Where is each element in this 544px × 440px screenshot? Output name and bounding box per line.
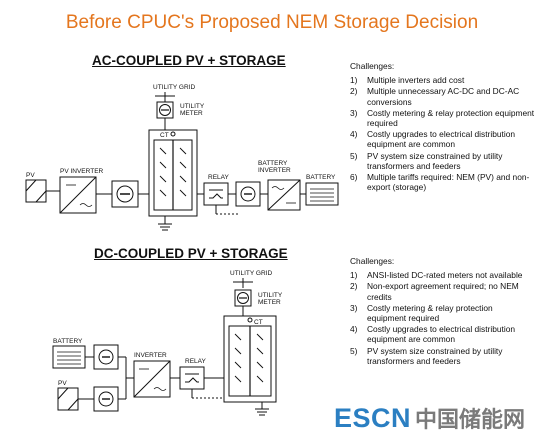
ac-label-pv: PV [26,172,35,179]
dc-label-ct: CT [254,319,263,326]
dc-label-battery: BATTERY [53,338,83,345]
ac-utility-meter-icon [156,101,174,119]
dc-challenge-item: 4) Costly upgrades to electrical distribu… [350,324,532,344]
dc-label-relay: RELAY [185,358,206,365]
ac-challenge-item: 6) Multiple tariffs required: NEM (PV) an… [350,172,538,192]
dc-pv-disconnect-icon [93,386,119,412]
ac-label-utility-grid: UTILITY GRID [153,84,195,91]
dc-challenge-number: 1) [350,270,358,281]
dc-inverter-icon [133,360,171,398]
ac-section-title: AC-COUPLED PV + STORAGE [92,53,286,68]
dc-label-inverter: INVERTER [134,352,167,359]
dc-challenge-item: 3) Costly metering & relay protection equ… [350,303,532,323]
dc-battery-disconnect-icon [93,344,119,370]
watermark-brand: ESCN [334,403,412,433]
dc-challenge-text: ANSI-listed DC-rated meters not availabl… [367,270,523,281]
ac-challenge-text: Multiple inverters add cost [367,75,465,86]
dc-challenge-item: 1) ANSI-listed DC-rated meters not availa… [350,270,532,280]
ac-challenge-text: Costly metering & relay protection equip… [367,107,535,129]
ac-challenge-item: 4) Costly upgrades to electrical distribu… [350,129,538,149]
ac-challenges-list: 1) Multiple inverters add cost 2) Multiple … [350,75,538,192]
ac-challenge-number: 2) [350,86,358,97]
ac-challenge-number: 6) [350,172,358,183]
ac-pv-disconnect-icon [111,180,139,208]
ac-battery-inverter-icon [267,179,301,211]
dc-challenge-number: 4) [350,324,358,335]
ac-challenges-heading: Challenges: [350,61,395,71]
ac-label-ct: CT [160,132,169,139]
dc-challenges: Challenges: 1) ANSI-listed DC-rated meter… [350,256,532,367]
dc-label-pv: PV [58,380,67,387]
dc-challenges-heading: Challenges: [350,256,395,266]
ac-pv-inverter-icon [59,176,97,214]
ac-challenge-text: Multiple unnecessary AC-DC and DC-AC con… [367,86,520,107]
ac-label-relay: RELAY [208,174,229,181]
ac-challenge-text: PV system size constrained by utility tr… [367,150,503,171]
ac-battery-icon [305,182,339,206]
dc-section-title: DC-COUPLED PV + STORAGE [94,246,288,261]
dc-main-panel [223,315,277,403]
dc-challenge-number: 2) [350,281,358,292]
dc-challenge-text: Costly upgrades to electrical distributi… [367,324,516,345]
dc-challenge-text: PV system size constrained by utility tr… [367,345,503,366]
dc-challenges-list: 1) ANSI-listed DC-rated meters not availa… [350,270,532,366]
ac-challenge-item: 2) Multiple unnecessary AC-DC and DC-AC c… [350,86,538,106]
ac-challenge-number: 1) [350,75,358,86]
ac-challenge-number: 5) [350,150,358,161]
ac-challenge-item: 5) PV system size constrained by utility … [350,151,538,171]
ac-challenge-item: 1) Multiple inverters add cost [350,75,538,85]
dc-challenge-number: 3) [350,302,358,313]
dc-challenge-text: Non-export agreement required; no NEM cr… [367,281,519,302]
ac-label-battery: BATTERY [306,174,336,181]
ac-main-panel [148,129,198,217]
dc-relay-icon [179,366,205,390]
slide-title: Before CPUC's Proposed NEM Storage Decis… [65,12,479,33]
dc-battery-icon [52,345,86,369]
watermark-cn-text: 中国储能网 [415,408,526,433]
dc-challenge-number: 5) [350,345,358,356]
ac-label-pv-inverter: PV INVERTER [60,168,104,175]
dc-challenge-item: 2) Non-export agreement required; no NEM … [350,281,532,301]
ac-challenge-number: 4) [350,129,358,140]
dc-challenge-text: Costly metering & relay protection equip… [367,302,493,324]
dc-label-utility-grid: UTILITY GRID [230,270,272,277]
dc-challenge-item: 5) PV system size constrained by utility … [350,346,532,366]
dc-pv-panel-icon [57,387,79,411]
ac-challenge-item: 3) Costly metering & relay protection equ… [350,108,538,128]
ac-challenge-text: Costly upgrades to electrical distributi… [367,129,516,150]
ac-challenges: Challenges: 1) Multiple inverters add cos… [350,61,538,193]
dc-utility-meter-icon [234,289,252,307]
ac-challenge-text: Multiple tariffs required: NEM (PV) and … [367,172,530,193]
ac-challenge-number: 3) [350,107,358,118]
